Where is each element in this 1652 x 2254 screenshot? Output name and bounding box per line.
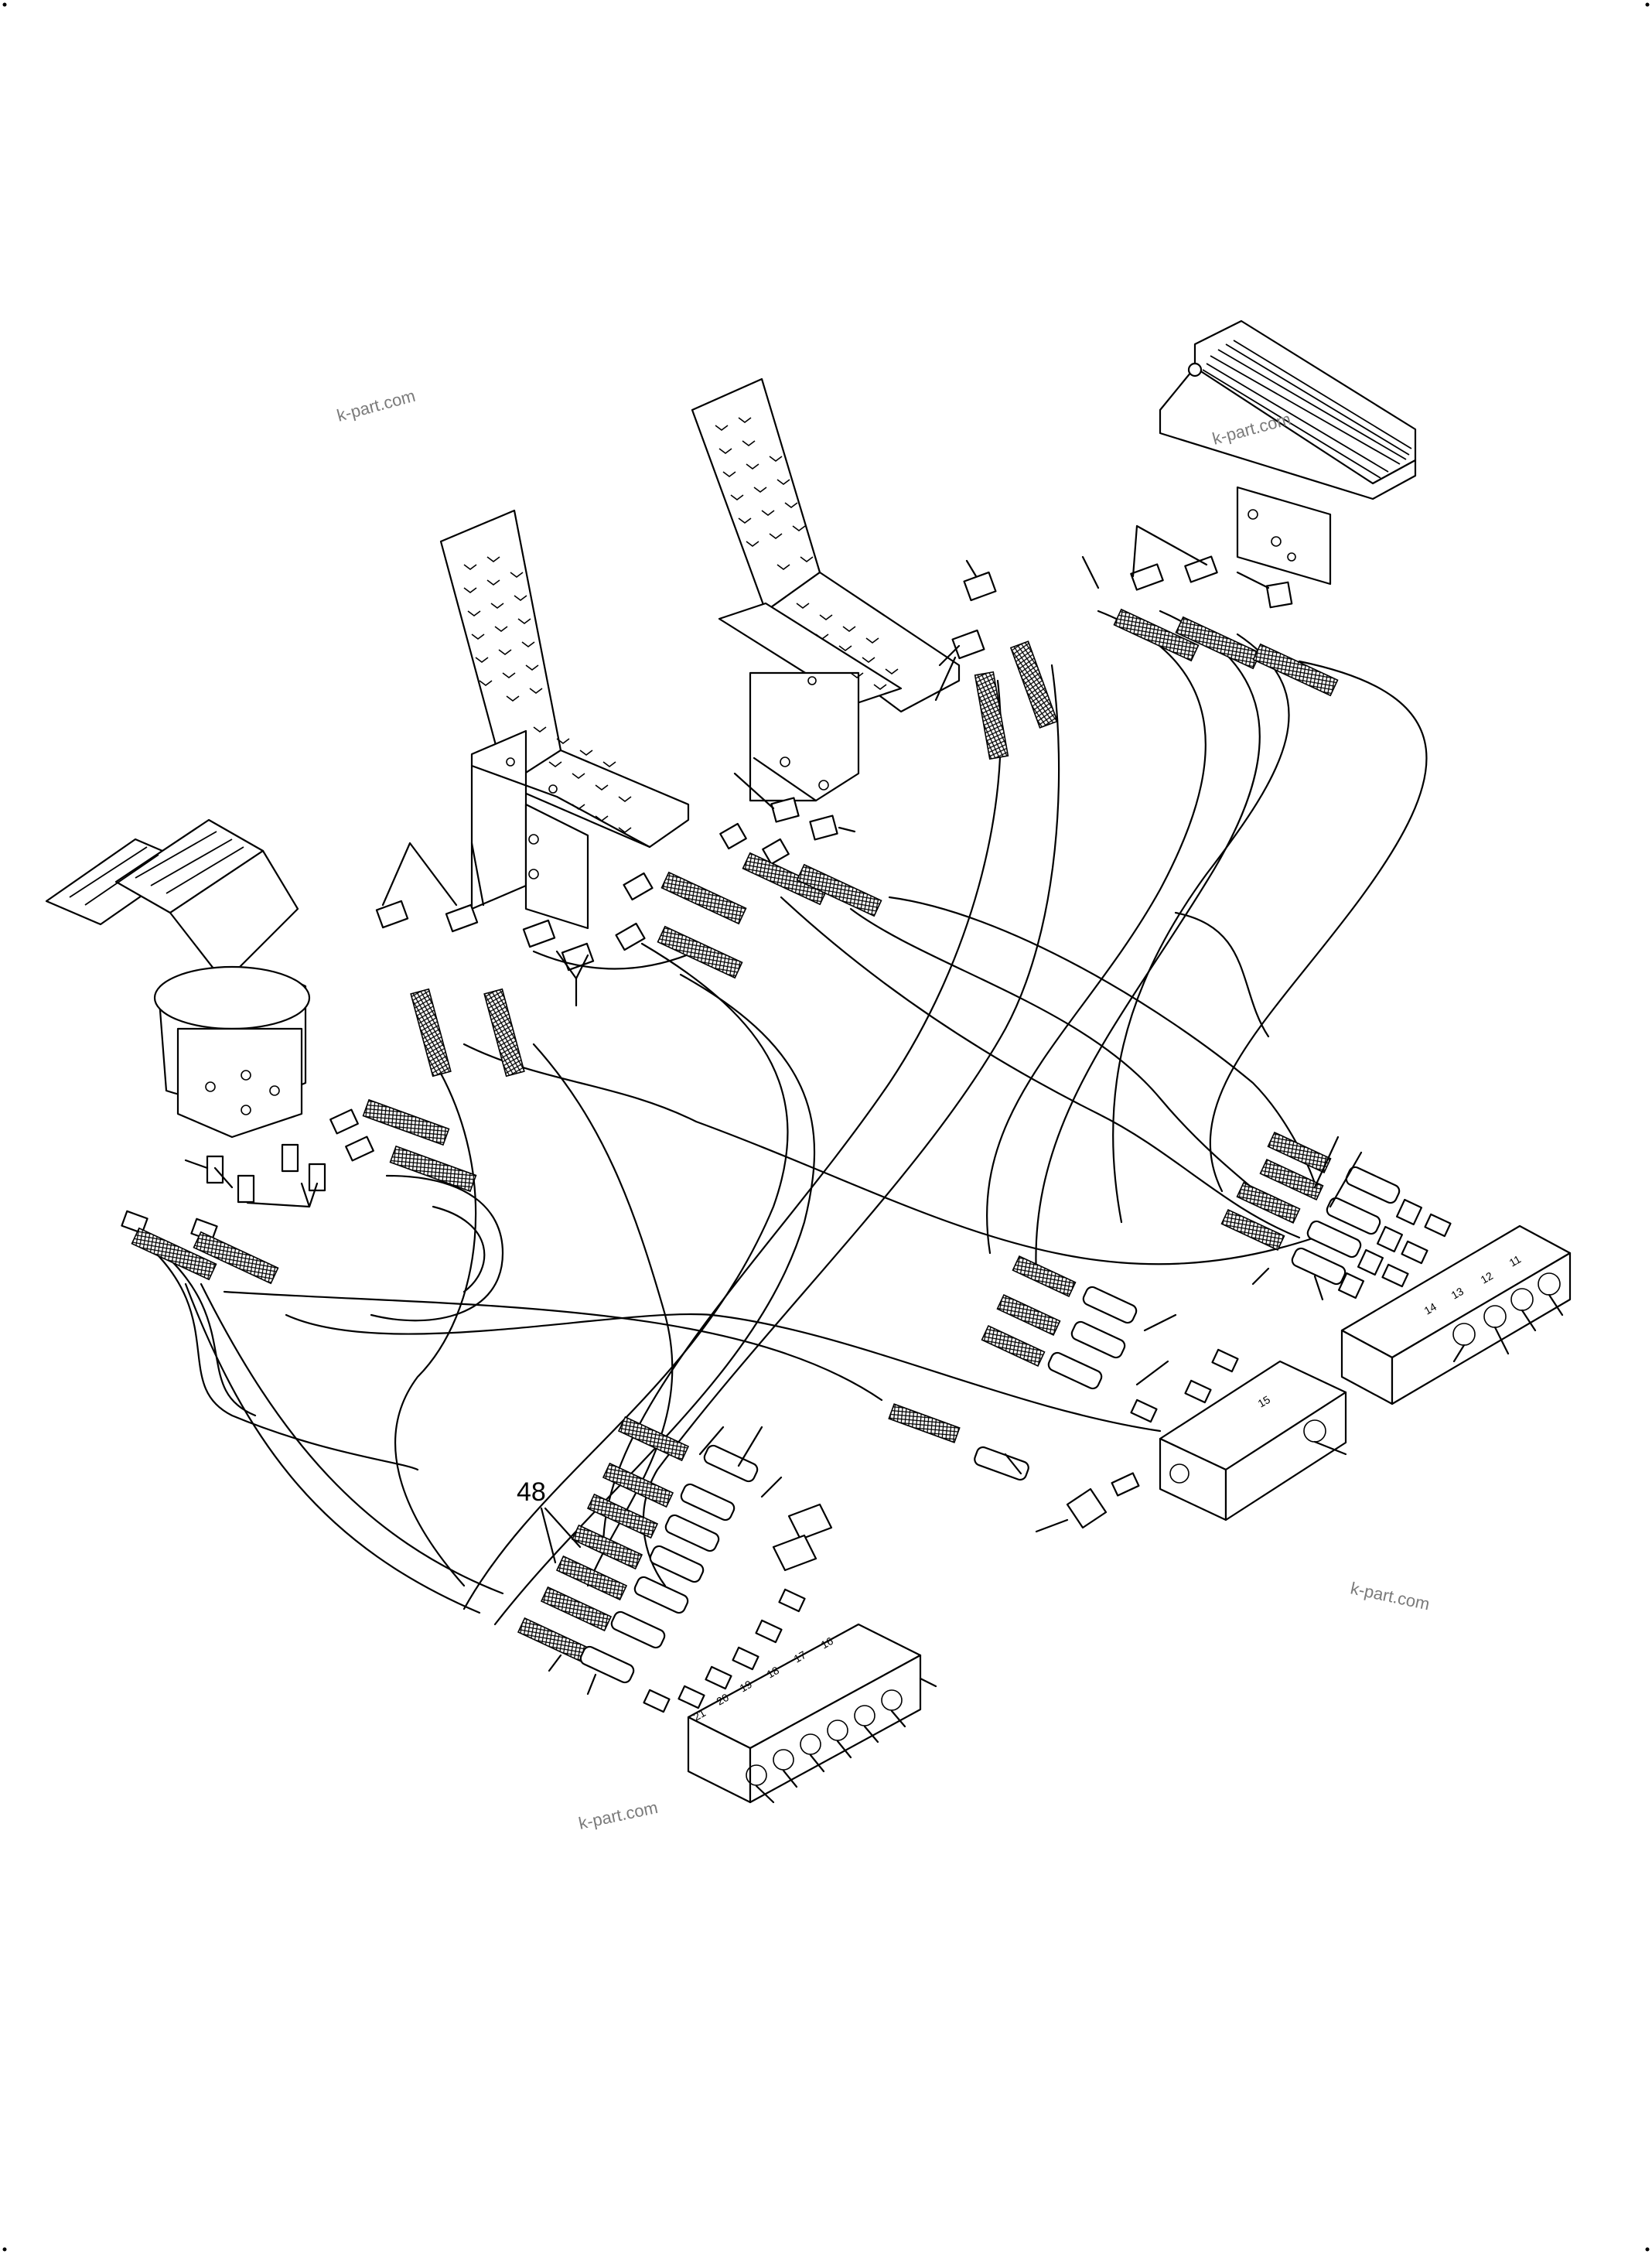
pedal-b-fittings bbox=[375, 842, 654, 1007]
port-label-16: 16 bbox=[819, 1634, 836, 1651]
port-label-21: 21 bbox=[691, 1706, 708, 1723]
port-label-18: 18 bbox=[765, 1664, 782, 1681]
watermark-text: k-part.com bbox=[577, 1798, 660, 1833]
pedal-b bbox=[439, 509, 690, 930]
manifold-3-fittings bbox=[517, 1416, 833, 1713]
manifold-block-3: 21 20 19 18 17 16 bbox=[687, 1623, 937, 1804]
watermark-text: k-part.com bbox=[1349, 1578, 1432, 1614]
braided-hose-sleeves bbox=[131, 608, 1339, 1285]
port-label-20: 20 bbox=[715, 1691, 732, 1708]
pedal-c bbox=[691, 377, 961, 802]
pedal-d-fittings bbox=[1081, 524, 1293, 609]
port-label-14: 14 bbox=[1422, 1300, 1439, 1317]
port-label-11: 11 bbox=[1507, 1252, 1524, 1269]
port-label-15: 15 bbox=[1256, 1393, 1273, 1410]
port-label-13: 13 bbox=[1449, 1285, 1466, 1302]
pedal-c-fittings bbox=[719, 559, 997, 866]
watermark-text: k-part.com bbox=[335, 386, 418, 425]
manifold-2-fittings bbox=[888, 1255, 1239, 1533]
manifold-block-2: 15 bbox=[1159, 1360, 1347, 1521]
port-label-17: 17 bbox=[792, 1648, 809, 1665]
callout-48: 48 bbox=[517, 1477, 582, 1564]
port-label-12: 12 bbox=[1479, 1269, 1496, 1286]
callout-number-48: 48 bbox=[517, 1477, 546, 1507]
manifold-block-1: 14 13 12 11 bbox=[1340, 1224, 1572, 1405]
manifold-1-fittings bbox=[1220, 1131, 1452, 1301]
pedal-a-twin-pedal bbox=[45, 818, 311, 1139]
pedal-a-fittings bbox=[121, 1108, 374, 1242]
port-label-19: 19 bbox=[738, 1678, 755, 1695]
pedal-d-treadle bbox=[1159, 319, 1417, 586]
